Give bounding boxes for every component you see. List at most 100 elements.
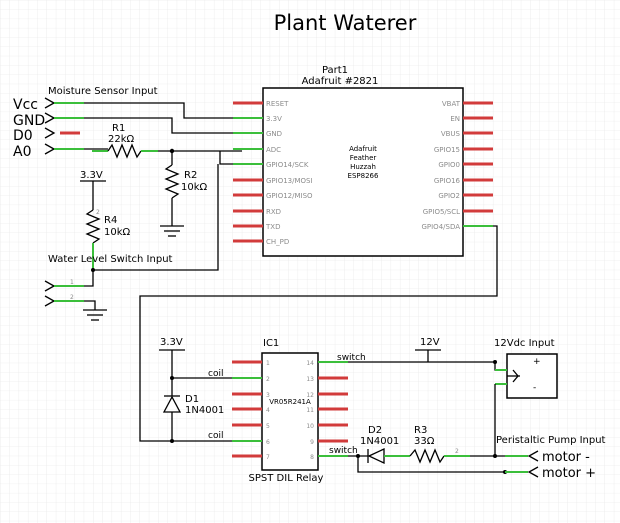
- ic1-pin-12: 12: [306, 392, 314, 399]
- d1-diode: [162, 390, 182, 443]
- d1-value: 1N4001: [185, 405, 224, 416]
- pin-label-reset: RESET: [266, 100, 289, 108]
- input-12vdc-jack: [495, 353, 558, 399]
- moisture-pin-d0: D0: [13, 128, 33, 144]
- ic1-left-pins: [232, 360, 262, 458]
- ic1-pin-11: 11: [306, 407, 314, 414]
- pin-label-gnd: GND: [266, 130, 282, 138]
- r3-pin-2: 2: [455, 448, 459, 455]
- pump-pin-motor-plus: motor +: [542, 466, 596, 481]
- d2-diode: [348, 447, 410, 465]
- pump-pin-motor-minus: motor -: [542, 450, 590, 465]
- d1-ref: D1: [185, 394, 199, 405]
- gpio4-to-relay-wire: [139, 225, 498, 442]
- pump-connector: [505, 450, 539, 478]
- moisture-pin-vcc: Vcc: [13, 97, 38, 113]
- part1-center-line-4: ESP8266: [348, 172, 379, 180]
- moisture-pin-gnd: GND: [13, 113, 45, 129]
- pin-label-33v: 3.3V: [266, 115, 282, 123]
- supply-33v-b-label: 3.3V: [160, 337, 183, 348]
- input-12vdc-label: 12Vdc Input: [494, 338, 555, 349]
- water-level-label: Water Level Switch Input: [48, 254, 173, 265]
- ic1-pin-2: 2: [266, 376, 270, 383]
- ic1-body: [261, 352, 319, 471]
- part1-ref: Part1: [322, 65, 348, 76]
- pin-label-chpd: CH_PD: [266, 238, 289, 246]
- input-12vdc-minus: -: [533, 383, 536, 393]
- ic1-pin-9: 9: [310, 439, 314, 446]
- supply-33v-a-label: 3.3V: [80, 170, 103, 181]
- pin-label-rxd: RXD: [266, 208, 281, 216]
- part1-center-label: Adafruit Feather Huzzah ESP8266: [348, 145, 379, 180]
- switch-label-bottom: switch: [329, 446, 358, 456]
- ic1-pin-1: 1: [266, 360, 270, 367]
- r1-ref: R1: [112, 123, 125, 134]
- diagram-title: Plant Waterer: [274, 11, 417, 35]
- pin-label-gpio16: GPIO16: [434, 177, 461, 185]
- part1-left-pins: RESET 3.3V GND ADC GPIO14/SCK GPIO13/MOS…: [233, 100, 313, 246]
- ic1-pin-5: 5: [266, 423, 270, 430]
- ic1-caption: SPST DIL Relay: [249, 473, 324, 484]
- ic1-pin-14: 14: [306, 360, 314, 367]
- r2-ref: R2: [184, 170, 197, 181]
- part1-center-line-2: Feather: [350, 154, 377, 162]
- r4-value: 10kΩ: [104, 227, 131, 238]
- pin-label-adc: ADC: [266, 146, 281, 154]
- supply-33v-a-symbol: [80, 180, 106, 210]
- d2-value: 1N4001: [360, 436, 399, 447]
- part1-body: [262, 87, 464, 257]
- moisture-pin-a0: A0: [13, 144, 31, 160]
- ic1-pin-10: 10: [306, 423, 314, 430]
- r3-ref: R3: [414, 425, 427, 436]
- switch-label-top: switch: [337, 353, 366, 363]
- r1-value: 22kΩ: [108, 134, 135, 145]
- pin-label-gpio12: GPIO12/MISO: [266, 192, 313, 200]
- r2-resistor: [160, 148, 184, 237]
- pin-label-gpio4: GPIO4/SDA: [421, 223, 460, 231]
- ic1-ref: IC1: [263, 338, 279, 349]
- pin-label-gpio14: GPIO14/SCK: [266, 161, 309, 169]
- ic1-pin-6: 6: [266, 439, 270, 446]
- r4-ref: R4: [104, 215, 117, 226]
- moisture-wires: [84, 102, 233, 150]
- r2-value: 10kΩ: [181, 182, 208, 193]
- supply-12v-label: 12V: [420, 337, 440, 348]
- d2-ref: D2: [368, 425, 382, 436]
- pin-label-gpio0: GPIO0: [438, 161, 460, 169]
- r4-resistor: [85, 209, 101, 270]
- ic1-pin-8: 8: [310, 454, 314, 461]
- ic1-pin-7: 7: [266, 454, 270, 461]
- supply-33v-b-symbol: [159, 349, 232, 390]
- ic1-pin-numbers: 1 2 3 4 5 6 7 14 13 12 11 10 9 8: [266, 360, 314, 461]
- pump-label: Peristaltic Pump Input: [496, 435, 606, 446]
- input-12vdc-plus: +: [533, 357, 541, 367]
- part1-center-line-3: Huzzah: [350, 163, 376, 171]
- pin-label-vbus: VBUS: [441, 130, 461, 138]
- pin-label-vbat: VBAT: [442, 100, 461, 108]
- coil-label-bottom: coil: [208, 431, 223, 441]
- pin-label-gpio15: GPIO15: [434, 146, 460, 154]
- pin-label-txd: TXD: [265, 223, 280, 231]
- water-pin-1: 1: [70, 279, 74, 286]
- part1-right-pins: VBAT EN VBUS GPIO15 GPIO0 GPIO16 GPIO2 G…: [421, 100, 493, 231]
- ic1-pin-13: 13: [306, 376, 314, 383]
- water-pin-2: 2: [70, 294, 74, 301]
- coil-label-top: coil: [208, 369, 223, 379]
- ic1-pin-3: 3: [266, 392, 270, 399]
- ic1-right-pins: [318, 361, 348, 457]
- ic1-part-number: VR05R241A: [269, 398, 311, 406]
- moisture-sensor-label: Moisture Sensor Input: [48, 86, 158, 97]
- r3-value: 33Ω: [414, 436, 435, 447]
- water-level-connector: [44, 164, 219, 321]
- ic1-pin-4: 4: [266, 407, 270, 414]
- pin-label-gpio13: GPIO13/MOSI: [266, 177, 313, 185]
- pin-label-gpio5: GPIO5/SCL: [423, 208, 460, 216]
- r4-pin-2: 2: [96, 209, 100, 216]
- moisture-connector-pins: [44, 97, 84, 155]
- pin-label-gpio2: GPIO2: [438, 192, 460, 200]
- part1-center-line-1: Adafruit: [349, 145, 377, 153]
- part1-name: Adafruit #2821: [302, 76, 379, 87]
- pin-label-en: EN: [450, 115, 460, 123]
